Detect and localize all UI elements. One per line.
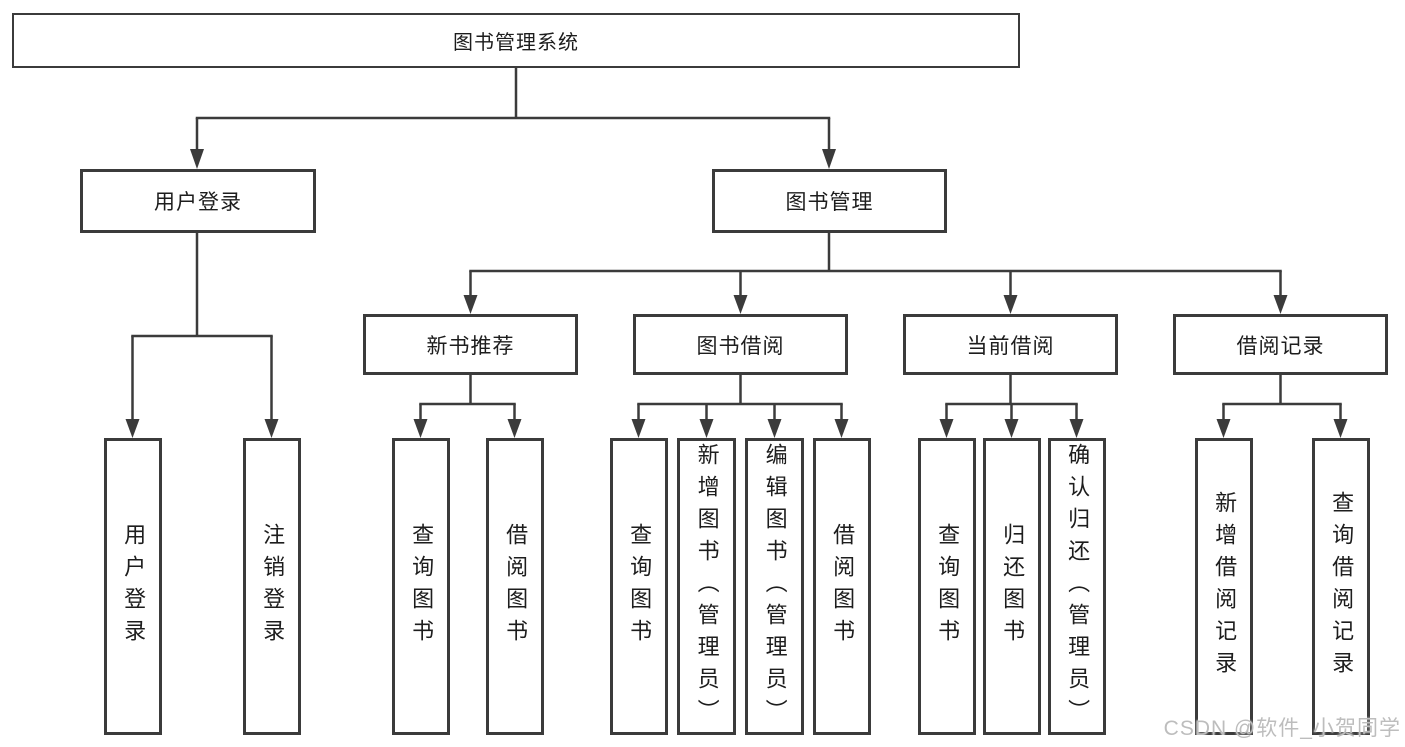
node-user-login: 用户登录 — [80, 169, 316, 233]
leaf-borrow-books-recommend: 借阅图书 — [486, 438, 544, 735]
node-library-management-system: 图书管理系统 — [12, 13, 1020, 68]
leaf-add-borrow-record: 新增借阅记录 — [1195, 438, 1253, 735]
leaf-label: 新增借阅记录 — [1212, 490, 1238, 683]
leaf-label: 查询借阅记录 — [1329, 490, 1355, 683]
leaf-label: 借阅图书 — [503, 522, 529, 651]
node-book-management: 图书管理 — [712, 169, 947, 233]
node-book-borrowing: 图书借阅 — [633, 314, 848, 375]
leaf-label: 查询图书 — [935, 522, 961, 651]
leaf-query-books-current: 查询图书 — [918, 438, 976, 735]
leaf-label: 新增图书（管理员） — [694, 442, 720, 731]
leaf-edit-books-admin: 编辑图书（管理员） — [745, 438, 804, 735]
leaf-label: 编辑图书（管理员） — [762, 442, 788, 731]
leaf-logout: 注销登录 — [243, 438, 301, 735]
node-new-book-recommendation: 新书推荐 — [363, 314, 578, 375]
leaf-label: 归还图书 — [1000, 522, 1026, 651]
leaf-label: 用户登录 — [121, 522, 147, 651]
leaf-query-books-recommend: 查询图书 — [392, 438, 450, 735]
leaf-label: 确认归还（管理员） — [1065, 442, 1091, 731]
leaf-add-books-admin: 新增图书（管理员） — [677, 438, 736, 735]
node-current-borrowing: 当前借阅 — [903, 314, 1118, 375]
leaf-user-login: 用户登录 — [104, 438, 162, 735]
leaf-label: 查询图书 — [409, 522, 435, 651]
leaf-borrow-books: 借阅图书 — [813, 438, 871, 735]
leaf-label: 查询图书 — [627, 522, 653, 651]
leaf-query-books-borrow: 查询图书 — [610, 438, 668, 735]
arrowheads — [125, 149, 1348, 438]
csdn-watermark: CSDN @软件_小贺同学 — [1163, 717, 1401, 740]
node-borrowing-records: 借阅记录 — [1173, 314, 1388, 375]
leaf-label: 注销登录 — [260, 522, 286, 651]
leaf-confirm-return-admin: 确认归还（管理员） — [1048, 438, 1106, 735]
leaf-label: 借阅图书 — [830, 522, 856, 651]
leaf-return-books: 归还图书 — [983, 438, 1041, 735]
leaf-query-borrow-record: 查询借阅记录 — [1312, 438, 1370, 735]
